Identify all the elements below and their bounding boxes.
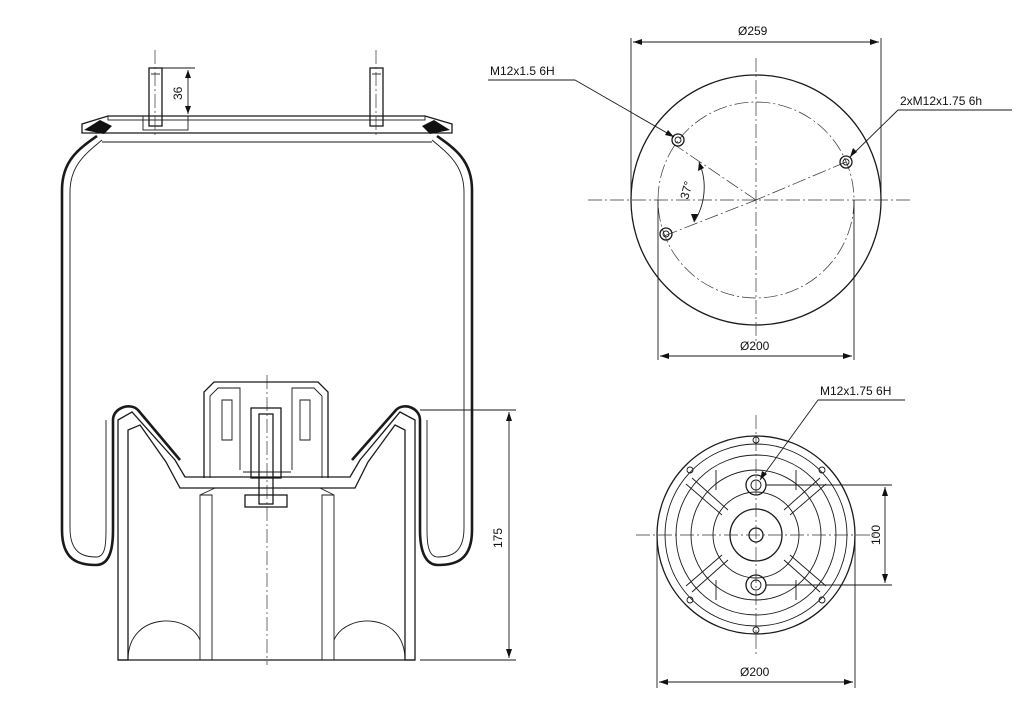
angle-label: 37°: [677, 179, 695, 200]
piston-height-label: 175: [491, 528, 505, 548]
bottom-view: M12x1.75 6H 100 Ø200: [636, 384, 905, 688]
mounting-studs: [148, 50, 384, 135]
top-bead-plate: [81, 115, 453, 134]
dim-hole-spacing: 100: [766, 484, 892, 586]
piston-ribs: [685, 470, 827, 600]
side-section-view: 36 175: [60, 50, 516, 665]
rubber-bellow: [60, 134, 474, 567]
side-thread-hole-2: [659, 227, 673, 241]
bottom-thread-label: M12x1.75 6H: [820, 384, 891, 398]
dim-piston-height: 175: [420, 409, 516, 661]
side-thread-hole-1: [839, 155, 853, 169]
angle-arc: [693, 161, 705, 223]
thread-callouts: M12x1.5 6H 2xM12x1.75 6h: [488, 64, 1012, 158]
dim-bolt-circle: Ø200: [657, 200, 855, 360]
bottom-thread-callout: M12x1.75 6H: [759, 384, 905, 481]
dim-outer-diameter: Ø259: [630, 24, 882, 200]
rim-holes: [686, 436, 826, 634]
dim-bottom-diameter: Ø200: [656, 535, 856, 688]
dim-stud-height: 36: [162, 67, 195, 117]
bolt-circle-label: Ø200: [740, 339, 770, 353]
stud-height-label: 36: [171, 86, 185, 100]
top-view: 37° Ø259 Ø200 M12x1.5 6H 2xM12x1.7: [488, 24, 1012, 360]
piston: [117, 381, 416, 661]
outer-diameter-label: Ø259: [738, 24, 768, 38]
center-thread-label: M12x1.5 6H: [490, 64, 555, 78]
hole-spacing-label: 100: [869, 525, 883, 545]
side-threads-label: 2xM12x1.75 6h: [900, 94, 982, 108]
bottom-diameter-label: Ø200: [740, 665, 770, 679]
center-thread-hole: [671, 133, 685, 147]
